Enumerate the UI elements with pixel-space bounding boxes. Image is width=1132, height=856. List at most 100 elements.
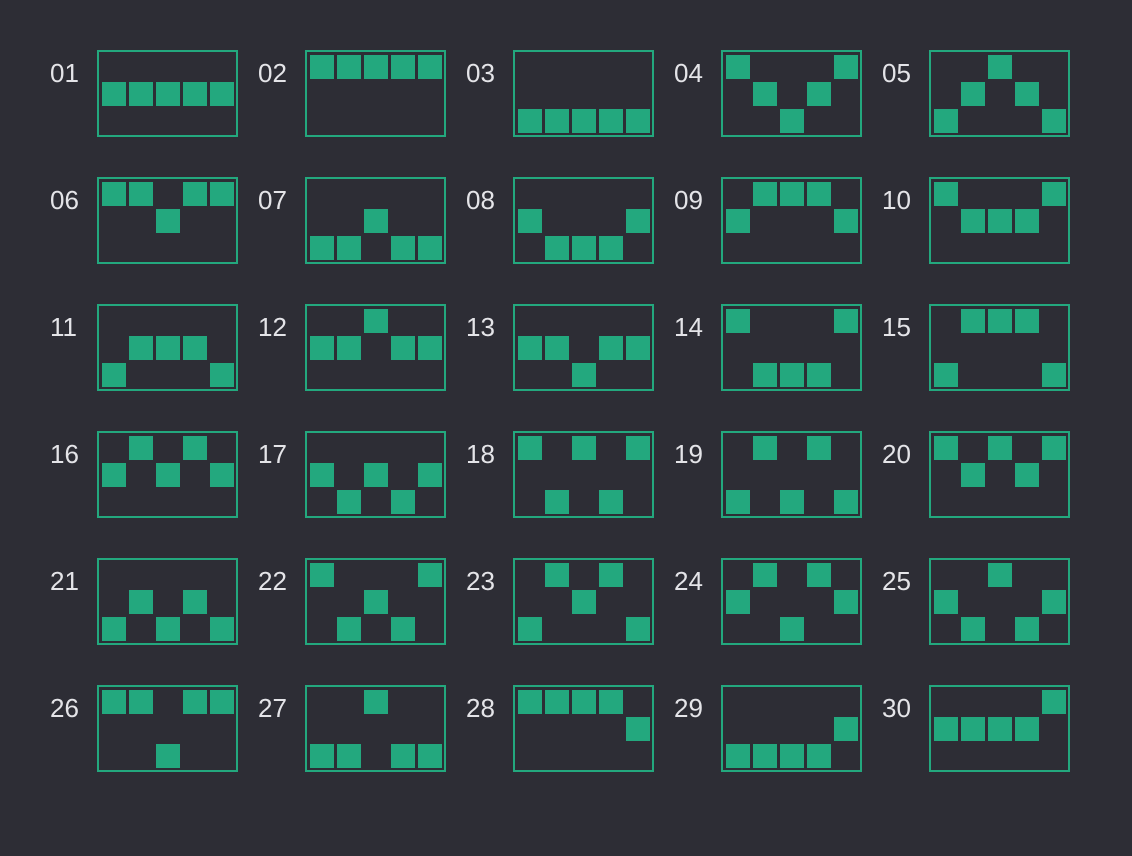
pattern-square (626, 617, 650, 641)
pattern-square (391, 744, 415, 768)
pattern-square (934, 363, 958, 387)
pattern-box (97, 558, 238, 645)
pattern-number: 14 (674, 312, 703, 342)
pattern-square (183, 590, 207, 614)
pattern-square (156, 463, 180, 487)
pattern-square (337, 490, 361, 514)
pattern-square (572, 109, 596, 133)
pattern-number: 27 (258, 693, 287, 723)
pattern-square (183, 690, 207, 714)
pattern-square (183, 182, 207, 206)
pattern-square (129, 590, 153, 614)
pattern-square (1015, 463, 1039, 487)
pattern-square (834, 717, 858, 741)
pattern-number: 21 (50, 566, 79, 596)
pattern-square (599, 336, 623, 360)
pattern-number: 08 (466, 185, 495, 215)
pattern-square (310, 55, 334, 79)
pattern-square (156, 209, 180, 233)
pattern-square (834, 590, 858, 614)
pattern-square (1015, 309, 1039, 333)
pattern-square (834, 209, 858, 233)
pattern-square (988, 563, 1012, 587)
pattern-square (364, 209, 388, 233)
pattern-square (102, 82, 126, 106)
pattern-square (129, 182, 153, 206)
pattern-square (726, 209, 750, 233)
pattern-square (934, 109, 958, 133)
pattern-square (780, 617, 804, 641)
pattern-box (513, 50, 654, 137)
pattern-box (929, 558, 1070, 645)
pattern-number: 20 (882, 439, 911, 469)
pattern-number: 18 (466, 439, 495, 469)
pattern-square (834, 55, 858, 79)
pattern-square (129, 82, 153, 106)
pattern-square (545, 563, 569, 587)
pattern-square (726, 309, 750, 333)
pattern-box (721, 558, 862, 645)
pattern-square (310, 236, 334, 260)
pattern-square (726, 744, 750, 768)
pattern-square (780, 490, 804, 514)
pattern-square (988, 309, 1012, 333)
pattern-square (780, 109, 804, 133)
pattern-number: 19 (674, 439, 703, 469)
pattern-square (102, 363, 126, 387)
pattern-square (337, 744, 361, 768)
pattern-box (721, 304, 862, 391)
pattern-square (418, 336, 442, 360)
pattern-square (807, 363, 831, 387)
pattern-square (1042, 690, 1066, 714)
pattern-number: 28 (466, 693, 495, 723)
pattern-square (807, 563, 831, 587)
pattern-square (210, 690, 234, 714)
pattern-box (305, 177, 446, 264)
pattern-square (156, 617, 180, 641)
pattern-square (780, 744, 804, 768)
pattern-square (988, 717, 1012, 741)
pattern-square (364, 55, 388, 79)
pattern-square (210, 82, 234, 106)
pattern-square (518, 436, 542, 460)
pattern-square (518, 209, 542, 233)
pattern-number: 15 (882, 312, 911, 342)
pattern-square (807, 744, 831, 768)
pattern-square (599, 690, 623, 714)
pattern-box (305, 304, 446, 391)
pattern-square (753, 82, 777, 106)
pattern-square (102, 463, 126, 487)
pattern-box (721, 431, 862, 518)
pattern-square (418, 55, 442, 79)
pattern-square (780, 363, 804, 387)
pattern-square (1015, 617, 1039, 641)
pattern-square (545, 236, 569, 260)
pattern-square (988, 436, 1012, 460)
pattern-square (807, 182, 831, 206)
pattern-square (599, 563, 623, 587)
pattern-square (726, 55, 750, 79)
pattern-square (545, 490, 569, 514)
pattern-square (391, 336, 415, 360)
pattern-square (129, 336, 153, 360)
pattern-square (391, 617, 415, 641)
pattern-square (807, 436, 831, 460)
pattern-box (305, 558, 446, 645)
pattern-square (337, 336, 361, 360)
pattern-square (934, 717, 958, 741)
pattern-square (183, 436, 207, 460)
pattern-box (97, 685, 238, 772)
pattern-square (572, 236, 596, 260)
pattern-number: 02 (258, 58, 287, 88)
pattern-square (626, 436, 650, 460)
pattern-box (721, 50, 862, 137)
pattern-square (418, 744, 442, 768)
pattern-square (545, 336, 569, 360)
pattern-square (572, 590, 596, 614)
pattern-square (391, 236, 415, 260)
pattern-number: 10 (882, 185, 911, 215)
pattern-square (418, 563, 442, 587)
pattern-box (97, 50, 238, 137)
pattern-square (210, 617, 234, 641)
